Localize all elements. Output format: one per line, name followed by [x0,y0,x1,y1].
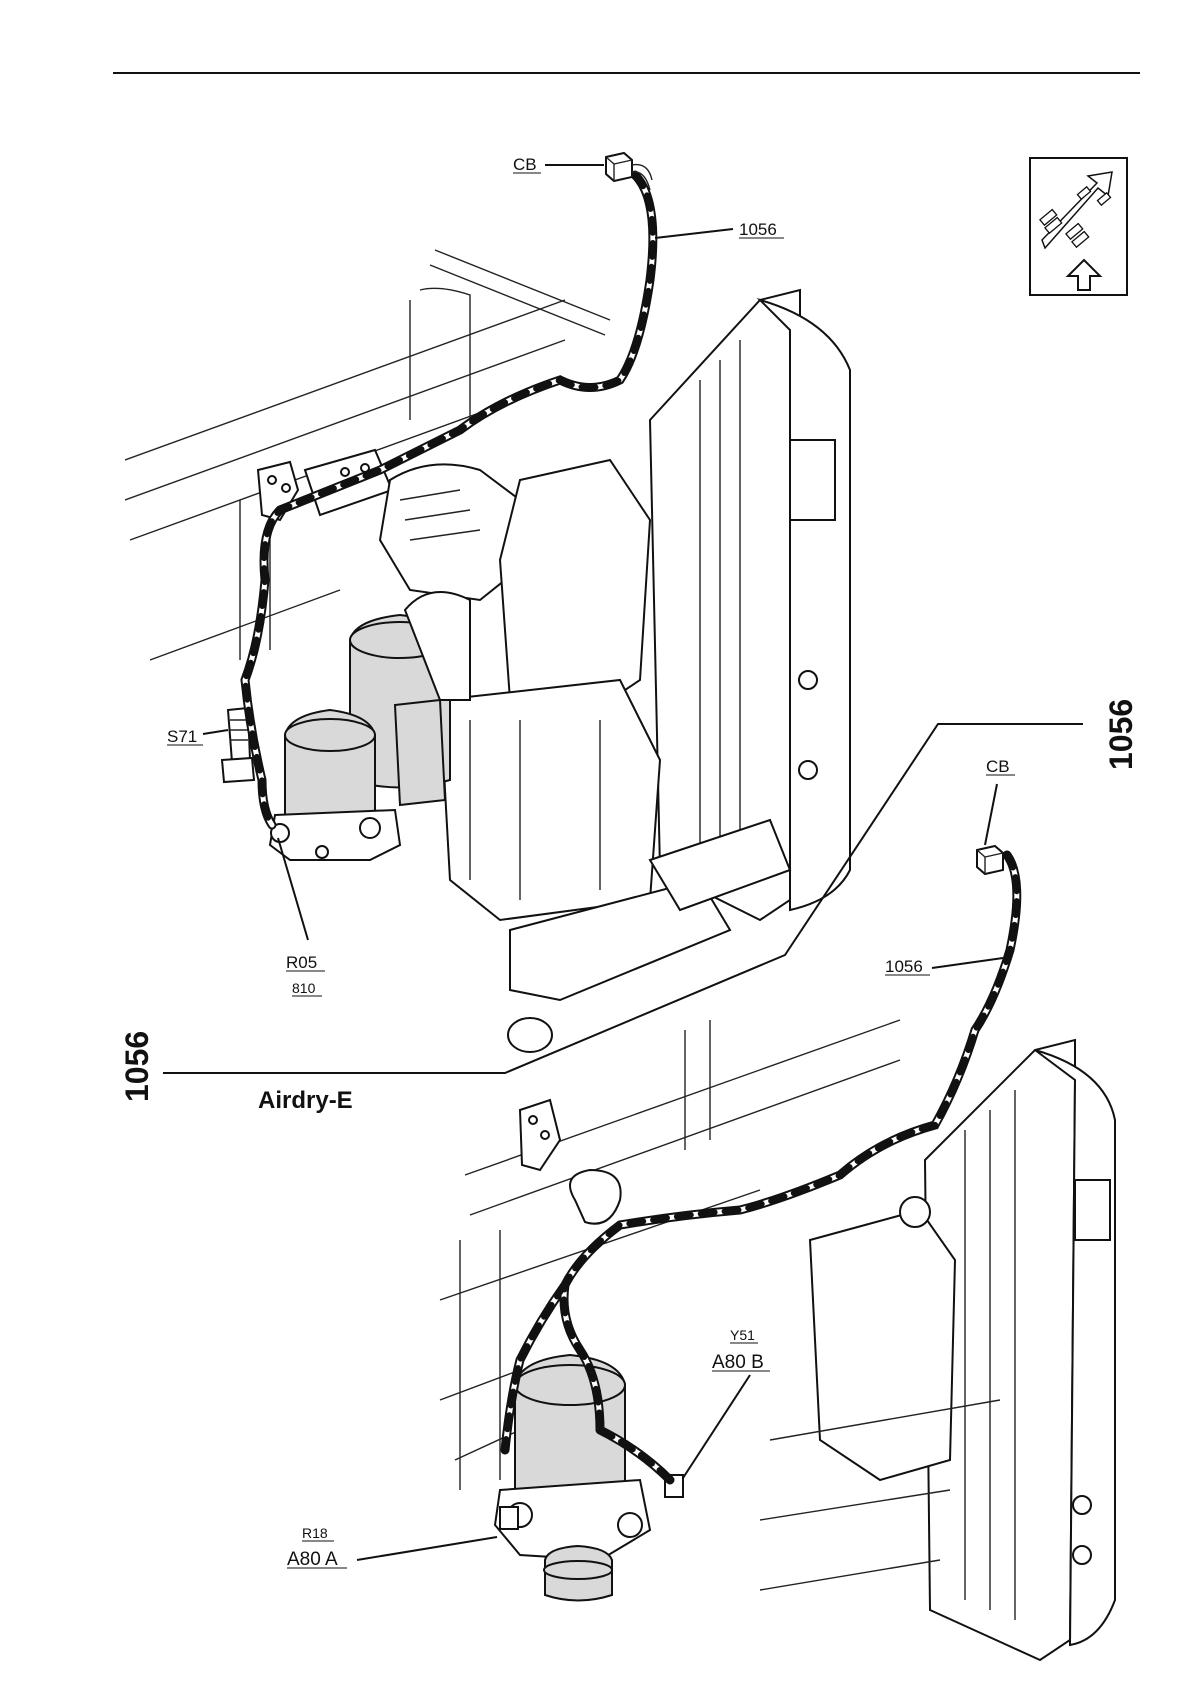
truck-chassis-orientation-icon [1030,158,1127,295]
label-wire-right: 1056 [885,957,923,976]
label-r05-sub: 810 [292,980,316,996]
label-r18: R18 [302,1525,328,1541]
label-cb-top: CB [513,155,537,174]
label-cb-right: CB [986,757,1010,776]
label-y51: Y51 [730,1327,755,1343]
label-a80a: A80 A [287,1549,338,1570]
label-r05: R05 [286,953,317,972]
label-big-left: 1056 [119,1031,155,1102]
label-big-right: 1056 [1103,699,1139,770]
upper-installation-drawing [125,153,850,1052]
label-airdry: Airdry-E [258,1087,353,1114]
label-wire-top: 1056 [739,220,777,239]
label-s71: S71 [167,727,197,746]
label-a80b: A80 B [712,1352,764,1373]
